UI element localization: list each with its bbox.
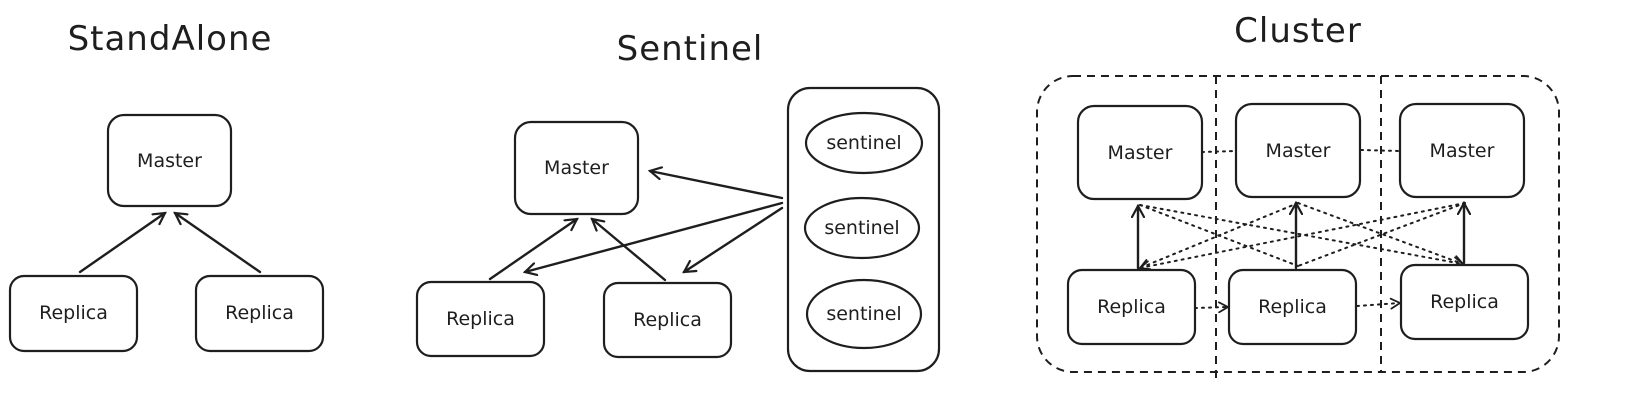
monitor-arrow — [525, 201, 784, 272]
cross-link — [1297, 202, 1465, 267]
monitor-arrow — [650, 171, 784, 200]
cluster-title: Cluster — [1234, 11, 1362, 51]
replica-box — [1399, 263, 1530, 341]
cluster-master-node-2: Master — [1234, 102, 1362, 199]
standalone-replica-right-node: Replica — [194, 274, 325, 353]
cluster-master-node-1: Master — [1076, 104, 1204, 201]
sentinel-title: Sentinel — [617, 29, 764, 69]
sentinel-node — [803, 196, 921, 260]
replica-label: Replica — [1430, 291, 1499, 313]
replica-box — [415, 280, 546, 358]
master-box — [1234, 102, 1362, 199]
master-label: Master — [544, 157, 609, 179]
replica-box — [1227, 268, 1358, 346]
replication-arrow — [592, 219, 667, 282]
replication-arrow — [175, 213, 262, 274]
cluster-links — [1138, 149, 1466, 314]
replica-box — [1066, 268, 1197, 346]
replica-box — [8, 274, 139, 353]
gossip-link — [1360, 149, 1401, 152]
sentinel-section: Sentinel Master Replica Replica sentinel… — [415, 29, 941, 373]
gossip-link — [1356, 297, 1402, 310]
sentinel-label: sentinel — [826, 303, 901, 325]
cluster-replica-node-3: Replica — [1399, 263, 1530, 341]
sentinel-replica-left-node: Replica — [415, 280, 546, 358]
replication-arrow — [78, 213, 165, 274]
replica-label: Replica — [633, 309, 702, 331]
master-box — [1398, 102, 1526, 199]
replica-box — [194, 274, 325, 353]
master-label: Master — [1266, 140, 1331, 162]
master-box — [1076, 104, 1204, 201]
standalone-master-node: Master — [106, 113, 233, 208]
sentinel-replica-right-node: Replica — [602, 281, 733, 359]
standalone-section: StandAlone Master Replica Replica — [8, 19, 325, 353]
master-box — [513, 120, 640, 216]
master-label: Master — [1430, 140, 1495, 162]
replica-label: Replica — [225, 302, 294, 324]
gossip-link — [1201, 150, 1237, 153]
replication-arrow — [488, 219, 577, 281]
replica-label: Replica — [39, 302, 108, 324]
gossip-link — [1194, 301, 1230, 314]
sentinel-label: sentinel — [824, 217, 899, 239]
replica-box — [602, 281, 733, 359]
sentinel-node — [804, 111, 924, 175]
cluster-section: Cluster Master Master Master — [1036, 11, 1560, 378]
standalone-title: StandAlone — [68, 19, 273, 59]
master-box — [106, 113, 233, 208]
cross-link — [1297, 202, 1466, 267]
replica-label: Replica — [1258, 296, 1327, 318]
master-label: Master — [137, 150, 202, 172]
replica-label: Replica — [1097, 296, 1166, 318]
master-label: Master — [1108, 142, 1173, 164]
sentinel-master-node: Master — [513, 120, 640, 216]
sentinel-group: sentinel sentinel sentinel — [786, 86, 941, 373]
monitor-arrow — [684, 206, 784, 272]
cluster-replica-node-1: Replica — [1066, 268, 1197, 346]
cluster-replica-node-2: Replica — [1227, 268, 1358, 346]
cross-link — [1139, 204, 1465, 269]
standalone-replica-left-node: Replica — [8, 274, 139, 353]
cluster-master-node-3: Master — [1398, 102, 1526, 199]
sentinel-node — [805, 278, 923, 350]
replica-label: Replica — [446, 308, 515, 330]
cluster-boundary — [1036, 75, 1560, 373]
cross-link — [1138, 202, 1466, 273]
cross-link — [1138, 202, 1299, 271]
sentinel-label: sentinel — [826, 132, 901, 154]
